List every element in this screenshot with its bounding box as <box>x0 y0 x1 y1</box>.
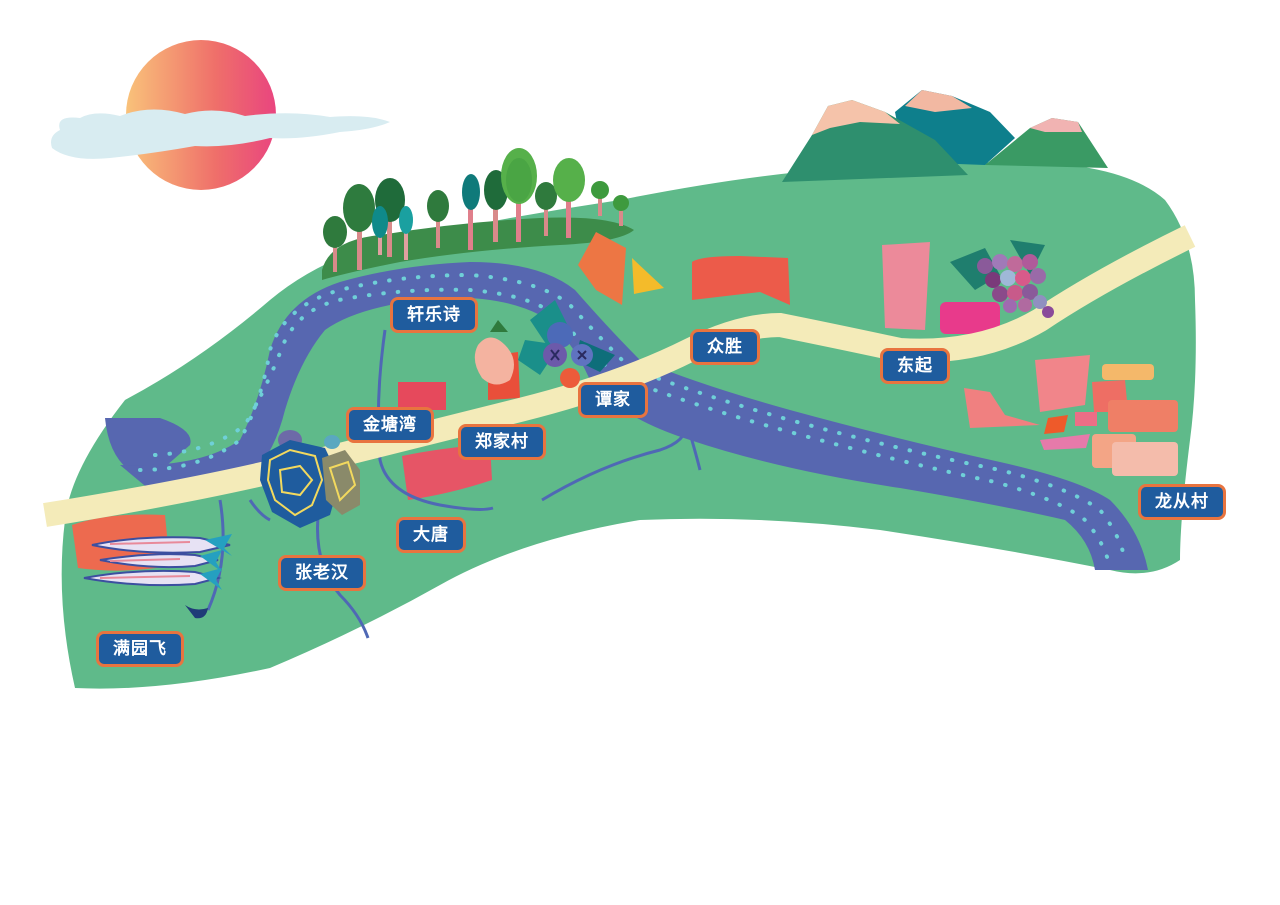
cloud-icon <box>51 109 390 159</box>
label-zhanglaohan[interactable]: 张老汉 <box>278 555 366 591</box>
blueberry-icon <box>518 300 615 388</box>
forest-icon <box>322 148 634 280</box>
fish-icon <box>83 534 232 619</box>
stream-lines <box>206 329 702 639</box>
peach-icon <box>474 320 514 385</box>
label-jintangwan[interactable]: 金塘湾 <box>346 407 434 443</box>
label-zhengjiacun[interactable]: 郑家村 <box>458 424 546 460</box>
grape-icon <box>950 240 1054 318</box>
label-tanjia[interactable]: 谭家 <box>578 382 648 418</box>
label-dongqi[interactable]: 东起 <box>880 348 950 384</box>
label-longcongcun[interactable]: 龙从村 <box>1138 484 1226 520</box>
mountains-icon <box>782 90 1108 182</box>
label-xuanleshi[interactable]: 轩乐诗 <box>390 297 478 333</box>
label-zhongsheng[interactable]: 众胜 <box>690 329 760 365</box>
turtle-icon <box>260 430 360 528</box>
label-manyuanfei[interactable]: 满园飞 <box>96 631 184 667</box>
label-datang[interactable]: 大唐 <box>396 517 466 553</box>
